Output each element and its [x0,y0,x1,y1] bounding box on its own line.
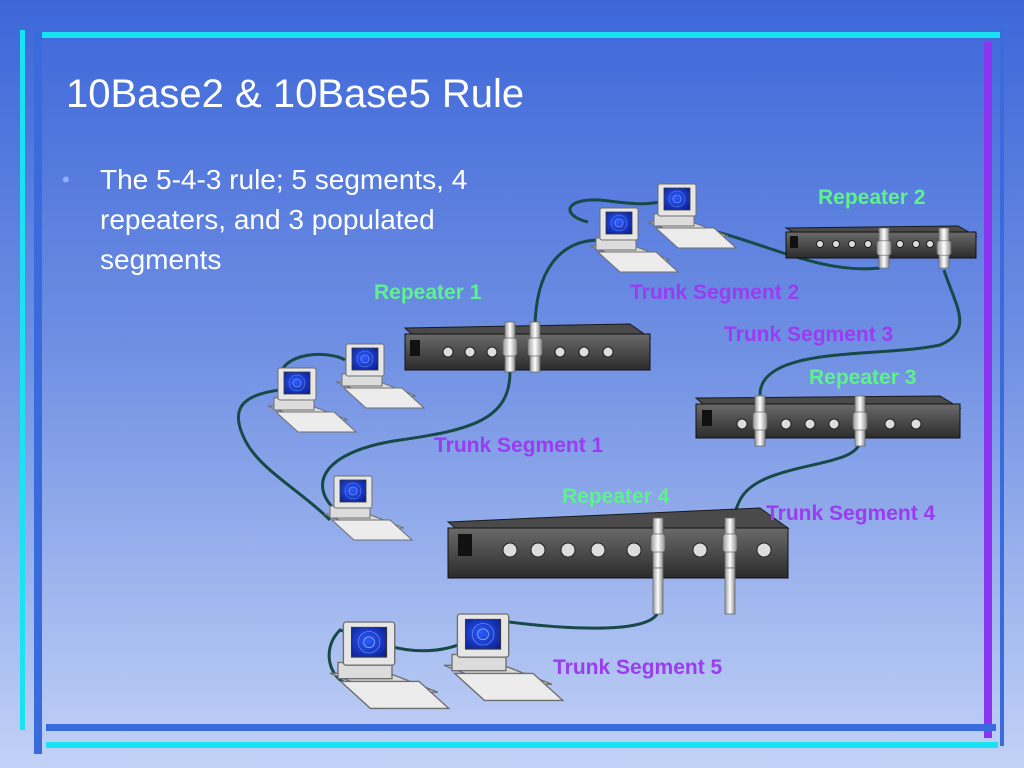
repeater-4-port-panel [458,534,472,556]
trunk-label-4: Trunk Segment 4 [766,502,936,525]
repeater-label-2: Repeater 2 [818,186,925,209]
cable-pc-to-repeater1 [533,238,601,331]
repeater-3-ports [736,418,922,430]
trunk-label-3: Trunk Segment 3 [724,323,893,346]
repeater-1-port-panel [410,340,420,356]
frame-bottom-blue [46,724,996,731]
slide-title: 10Base2 & 10Base5 Rule [66,72,525,116]
cable-top-pcs [568,198,661,224]
repeater-1 [403,321,652,373]
repeater-1-connector-a [502,321,518,373]
repeater-label-4: Repeater 4 [562,485,670,508]
bullet-dot-icon: • [62,167,70,192]
repeater-3 [694,395,962,447]
repeater-2-ports [816,240,934,248]
frame-left-blue [34,32,42,754]
bullet-text: The 5-4-3 rule; 5 segments, 4 repeaters,… [100,164,468,275]
repeater-4-ports [502,542,772,558]
computer-bottom-left [329,621,450,710]
computer-top-right [647,183,737,249]
cable-left-pcs [236,388,332,522]
repeater-label-1: Repeater 1 [374,281,482,304]
frame-right-blue [1000,28,1004,746]
repeater-3-connector-a [752,395,768,447]
repeater-1-connector-b [527,321,543,373]
repeater-2 [784,225,978,269]
trunk-label-2: Trunk Segment 2 [630,281,799,304]
frame-top-blue [24,18,1000,21]
repeater-1-ports [442,346,614,358]
trunk-label-5: Trunk Segment 5 [553,656,723,679]
repeater-label-3: Repeater 3 [809,366,916,389]
repeater-3-port-panel [702,410,712,426]
frame-bottom-cyan [46,742,998,748]
repeater-2-connector-b [936,227,952,269]
repeater-3-connector-b [852,395,868,447]
repeater-2-port-panel [790,236,798,248]
repeater-4 [446,507,790,615]
cable-trunk-1 [321,371,512,512]
frame-top-cyan [34,32,1000,38]
computer-left-bottom [323,475,413,541]
repeater-4-connector-a [650,517,666,569]
repeater-4-connector-b [722,517,738,569]
trunk-label-1: Trunk Segment 1 [434,434,604,457]
cable-trunk-3 [758,269,962,396]
frame-left-cyan [20,30,25,730]
repeater-2-connector-a [876,227,892,269]
frame-right-purple [984,42,992,738]
